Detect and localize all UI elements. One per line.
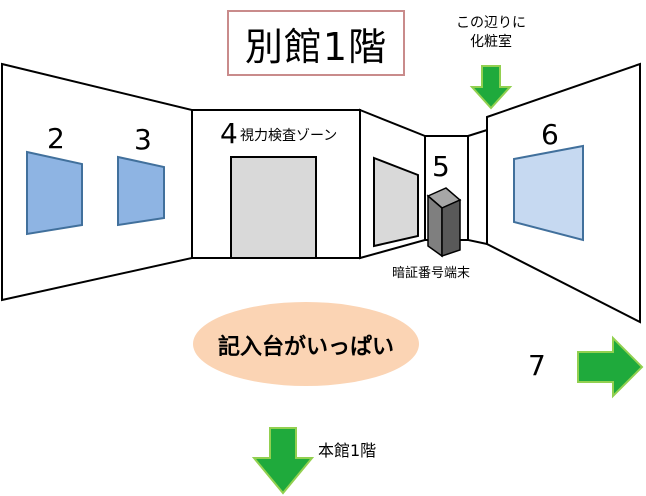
label-7: 7 — [528, 349, 546, 382]
label-vision-zone: 視力検査ゾーン — [240, 128, 338, 144]
right-inner-wall — [467, 128, 488, 246]
label-writing-tables: 記入台がいっぱい — [217, 335, 394, 360]
title-box: 別館1階 — [227, 10, 405, 76]
label-5: 5 — [432, 150, 450, 183]
window-3 — [117, 155, 165, 227]
label-3: 3 — [134, 123, 152, 156]
restroom-note-line2: 化粧室 — [470, 34, 512, 50]
arrow-main-building — [251, 427, 315, 495]
label-4: 4 — [220, 117, 238, 150]
label-6: 6 — [541, 118, 559, 151]
restroom-note: この辺りに 化粧室 — [443, 14, 539, 52]
corridor-door — [373, 156, 419, 248]
arrow-restroom — [469, 65, 513, 110]
page-title: 別館1階 — [244, 24, 388, 69]
label-2: 2 — [47, 122, 65, 155]
pin-terminal — [426, 187, 462, 258]
door-zone4 — [230, 156, 317, 259]
window-6 — [513, 144, 584, 242]
label-main-building: 本館1階 — [318, 441, 377, 460]
tables-oval — [193, 302, 419, 386]
arrow-7 — [577, 335, 644, 399]
restroom-note-line1: この辺りに — [456, 15, 526, 31]
label-pin-terminal: 暗証番号端末 — [392, 266, 471, 281]
window-2 — [26, 150, 83, 236]
